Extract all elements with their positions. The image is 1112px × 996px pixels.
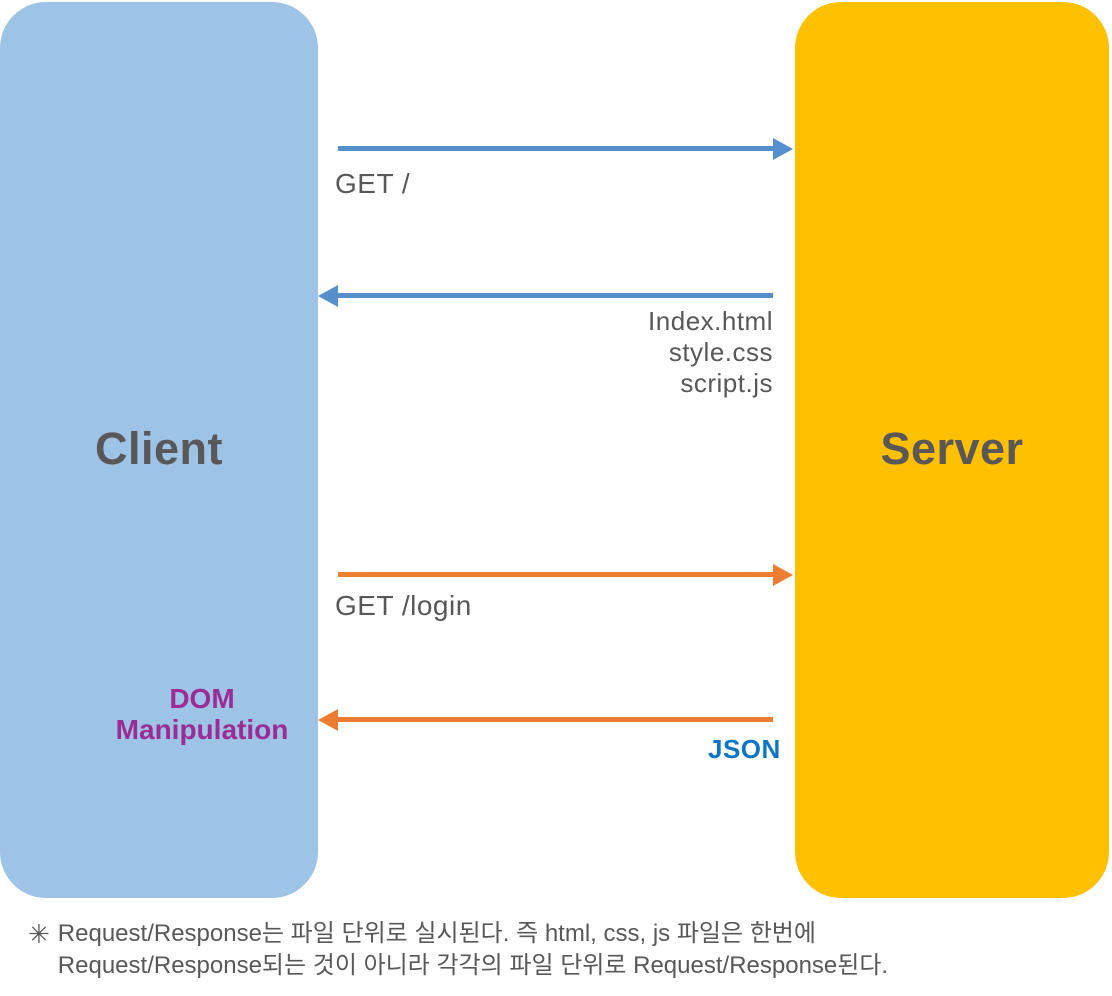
footnote-line2: Request/Response되는 것이 아니라 각각의 파일 단위로 Req…	[57, 952, 889, 979]
label-get-root: GET /	[335, 168, 411, 199]
dom-manipulation-line1: DOM	[169, 683, 235, 714]
arrow-response-files	[338, 293, 773, 298]
file-name-index-html: Index.html	[648, 306, 773, 336]
arrow-get-login	[338, 572, 773, 577]
client-label: Client	[94, 422, 223, 474]
footnote-line1: Request/Response는 파일 단위로 실시된다. 즉 html, c…	[57, 920, 816, 947]
client-box: Client	[0, 2, 318, 898]
file-name-style-css: style.css	[668, 337, 773, 367]
arrow-response-json	[338, 717, 773, 722]
footnote-text: Request/Response는 파일 단위로 실시된다. 즉 html, c…	[58, 918, 888, 982]
dom-manipulation-label: DOM Manipulation	[92, 683, 312, 745]
dom-manipulation-line2: Manipulation	[115, 714, 289, 745]
arrow-get-root	[338, 146, 773, 151]
label-response-files: Index.html style.css script.js	[648, 306, 773, 399]
file-name-script-js: script.js	[680, 368, 773, 398]
server-box: Server	[795, 2, 1109, 898]
server-label: Server	[880, 422, 1024, 474]
label-get-login: GET /login	[335, 590, 472, 621]
asterisk-icon: ✳	[28, 919, 50, 949]
footnote: ✳ Request/Response는 파일 단위로 실시된다. 즉 html,…	[28, 918, 888, 982]
label-json: JSON	[708, 734, 781, 764]
